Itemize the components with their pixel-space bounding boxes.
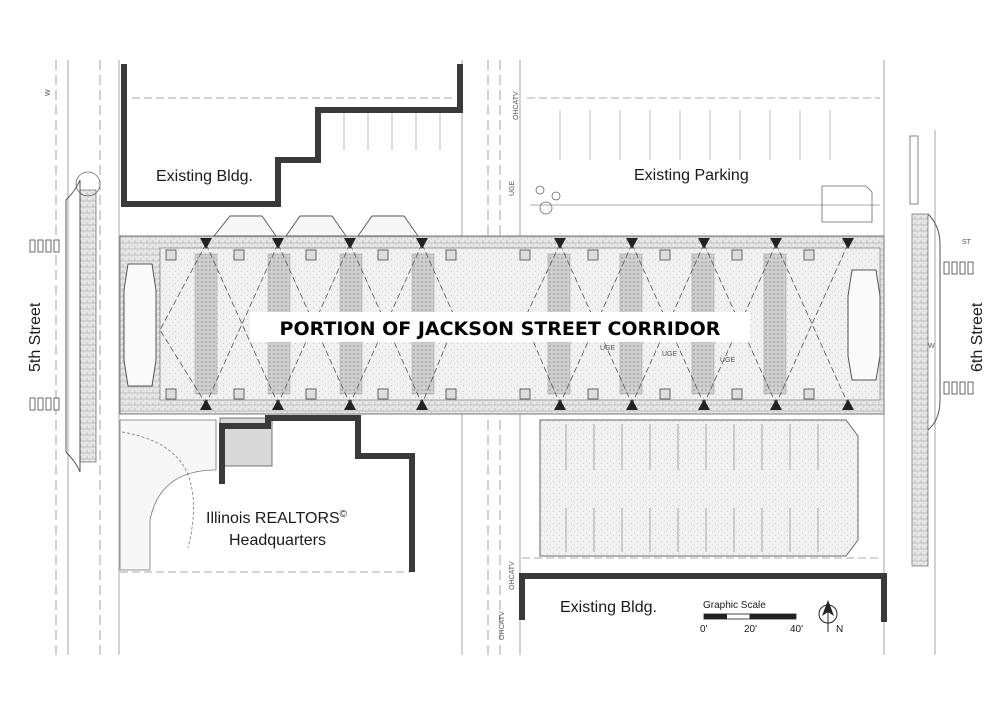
5th-street-curb <box>65 179 81 473</box>
6th-street-pavers <box>911 213 929 567</box>
5th-street-label: 5th Street <box>27 302 44 372</box>
existing-bldg-label-se: Existing Bldg. <box>560 599 657 616</box>
6th-street-label: 6th Street <box>969 302 986 372</box>
corridor-title: PORTION OF JACKSON STREET CORRIDOR <box>280 318 721 340</box>
graphic-scale: Graphic Scale 0' 20' 40' <box>700 600 803 635</box>
se-building-outline <box>519 573 887 622</box>
hq-building-outline <box>219 415 415 572</box>
existing-trees <box>75 171 561 215</box>
south-parking-lot <box>539 419 859 557</box>
utility-label: W <box>45 89 52 96</box>
crosswalk-west <box>29 239 60 411</box>
scale-title: Graphic Scale <box>703 600 766 611</box>
realtors-label-line2: Headquarters <box>229 532 326 549</box>
north-label: N <box>836 624 843 635</box>
north-arrow-icon: N <box>818 600 843 635</box>
hq-curved-plaza <box>119 419 217 571</box>
utility-label: OHCATV <box>513 91 520 120</box>
building-outlines <box>121 64 887 622</box>
5th-street-pavers <box>79 189 97 463</box>
ne-curb-island <box>821 185 873 223</box>
utility-label: OHCATV <box>509 561 516 590</box>
utility-label: ST <box>962 239 972 246</box>
existing-parking-label: Existing Parking <box>634 167 749 184</box>
east-planter <box>847 269 881 381</box>
6th-street-curb <box>927 213 941 431</box>
west-planter <box>123 263 157 387</box>
hq-curved-walk <box>121 431 194 549</box>
utility-label: UGE <box>600 345 616 352</box>
utility-label: W <box>928 343 935 350</box>
canopy-anchors <box>200 238 854 410</box>
realtors-label-line1: Illinois REALTORS© <box>206 509 348 527</box>
scale-tick-0: 0' <box>700 624 708 635</box>
utility-labels: UGE UGE UGE UGE OHCATV OHCATV OHCATV ST … <box>45 89 972 640</box>
north-parking-stalls <box>343 110 831 160</box>
title-banner <box>250 312 750 342</box>
light-fixtures <box>165 249 815 400</box>
scale-tick-20: 20' <box>744 624 757 635</box>
nw-building-outline <box>121 64 463 207</box>
existing-bldg-label-nw: Existing Bldg. <box>156 168 253 185</box>
south-parking-stalls <box>565 424 819 552</box>
utility-label: UGE <box>720 357 736 364</box>
utility-label: OHCATV <box>499 611 506 640</box>
utility-label: UGE <box>509 181 516 197</box>
crosswalk-east <box>943 261 974 395</box>
scale-tick-40: 40' <box>790 624 803 635</box>
utility-label: UGE <box>662 351 678 358</box>
6th-street-signal <box>909 135 919 205</box>
north-canopy-shelters <box>213 215 419 237</box>
